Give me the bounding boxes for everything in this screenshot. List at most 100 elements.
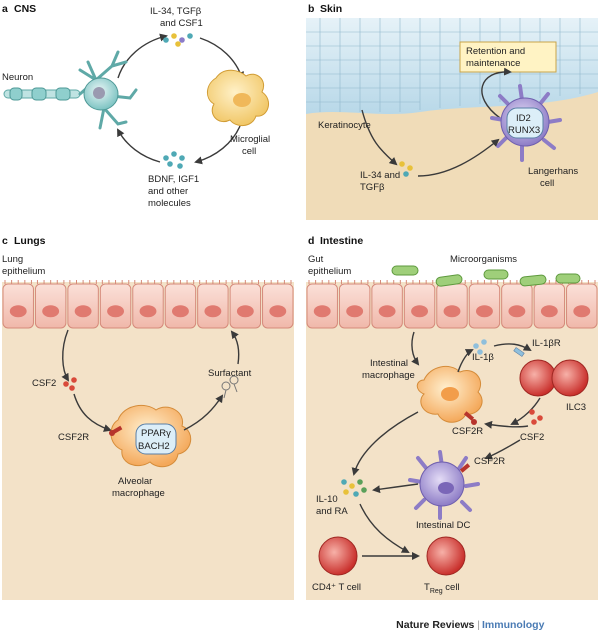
retention-box (459, 41, 557, 73)
microvilli (373, 280, 401, 284)
intestinal-mac-label-1: Intestinal (370, 358, 408, 369)
neuron-axon (3, 87, 81, 101)
top-label-1: IL-34, TGFβ (150, 6, 202, 17)
tf-runx3: RUNX3 (508, 125, 540, 136)
footer-journal-name: Nature Reviews (396, 619, 474, 631)
retention-label-2: maintenance (466, 58, 520, 69)
treg-t: T (424, 582, 430, 593)
lung-epithelium (2, 280, 294, 329)
microvilli (134, 280, 162, 284)
microvilli (308, 280, 336, 284)
panel-c: c Lungs Lung epithelium CSF2 CSF2R PPARγ… (2, 235, 294, 600)
microorganisms-label: Microorganisms (450, 254, 517, 265)
csf2-molecules-d (529, 409, 543, 425)
epithelial-nucleus (443, 305, 461, 318)
epithelial-nucleus (139, 305, 157, 318)
tf-id2: ID2 (516, 113, 531, 124)
panel-d-letter: d (308, 235, 314, 247)
cd4-label: CD4⁺ T cell (312, 582, 361, 593)
langerhans-label-2: cell (540, 178, 554, 189)
surfactant-vesicles (221, 375, 239, 399)
csf2r-label: CSF2R (58, 432, 89, 443)
epithelial-nucleus (313, 305, 331, 318)
treg-cell (426, 536, 466, 576)
epithelial-nucleus (346, 305, 364, 318)
panel-a-letter: a (2, 3, 8, 15)
tf-bach2: BACH2 (138, 441, 170, 452)
csf2-label: CSF2 (32, 378, 56, 389)
il34-label-2: TGFβ (360, 182, 385, 193)
csf2r-2-label: CSF2R (474, 456, 505, 467)
microvilli (470, 280, 499, 284)
alveolar-label-2: macrophage (112, 488, 165, 499)
keratinocyte-label: Keratinocyte (318, 120, 371, 131)
epithelial-nucleus (74, 305, 92, 318)
molecules-bottom (163, 151, 185, 169)
surfactant-label: Surfactant (208, 368, 252, 379)
epithelial-nucleus (107, 305, 124, 318)
panel-c-letter: c (2, 235, 8, 247)
footer-journal: Nature Reviews | (396, 619, 480, 631)
neuron (78, 50, 138, 130)
panel-b-letter: b (308, 3, 314, 15)
microvilli (340, 280, 369, 284)
ilc3-cells (519, 359, 589, 397)
gut-epi-label-1: Gut (308, 254, 324, 265)
panel-d-title: Intestine (320, 235, 363, 247)
epithelial-nucleus (42, 305, 60, 318)
epithelial-nucleus (411, 305, 428, 318)
lung-epi-label-1: Lung (2, 254, 23, 265)
microorganisms (391, 265, 581, 287)
microvilli (101, 280, 130, 284)
microglial-label-1: Microglial (230, 134, 270, 145)
dc-label: Intestinal DC (416, 520, 471, 531)
intestinal-mac-label-2: macrophage (362, 370, 415, 381)
panel-d: d Intestine Gut epithelium Microorganism… (306, 235, 598, 600)
il10-ra-molecules (341, 479, 367, 497)
bottom-label-3: molecules (148, 198, 191, 209)
lung-epi-label-2: epithelium (2, 266, 45, 277)
il10-label-1: IL-10 (316, 494, 338, 505)
treg-label: TReg cell (424, 582, 460, 595)
panel-b-title: Skin (320, 3, 342, 15)
epithelial-nucleus (508, 305, 526, 318)
cd4-t-cell (318, 536, 358, 576)
microvilli (405, 280, 434, 284)
microvilli (69, 280, 97, 284)
bottom-label-1: BDNF, IGF1 (148, 174, 199, 185)
tf-ppar: PPARγ (141, 428, 171, 439)
csf2-molecules (63, 377, 77, 391)
panel-b: b Skin Retention and maintenance ID2 RUN… (306, 3, 598, 220)
treg-sub: Reg (430, 588, 443, 595)
gut-epi-label-2: epithelium (308, 266, 351, 277)
footer-sep: | (474, 619, 480, 631)
top-label-2: and CSF1 (160, 18, 203, 29)
microvilli (503, 280, 531, 284)
epithelial-nucleus (204, 305, 222, 318)
footer-section: Immunology (482, 619, 545, 631)
epithelial-nucleus (573, 305, 591, 318)
il1b-molecules (473, 339, 487, 355)
epithelial-nucleus (9, 305, 27, 318)
microvilli (36, 280, 65, 284)
retention-label-1: Retention and (466, 46, 525, 57)
microvilli (264, 280, 292, 284)
panel-a: a CNS Neuron IL-34, TGFβ and CSF1 (2, 3, 270, 209)
microvilli (199, 280, 227, 284)
microvilli (231, 280, 260, 284)
il10-label-2: and RA (316, 506, 348, 517)
epithelial-nucleus (378, 305, 396, 318)
microvilli (166, 280, 195, 284)
panel-c-title: Lungs (14, 235, 46, 247)
langerhans-cell (490, 84, 562, 162)
epithelial-nucleus (540, 305, 558, 318)
microvilli (4, 280, 32, 284)
ilc3-label: ILC3 (566, 402, 586, 413)
epithelial-nucleus (172, 305, 189, 318)
epithelial-nucleus (476, 305, 493, 318)
microglial-label-2: cell (242, 146, 256, 157)
alveolar-label-1: Alveolar (118, 476, 152, 487)
panel-a-title: CNS (14, 3, 36, 15)
il1br-label: IL-1βR (532, 338, 561, 349)
